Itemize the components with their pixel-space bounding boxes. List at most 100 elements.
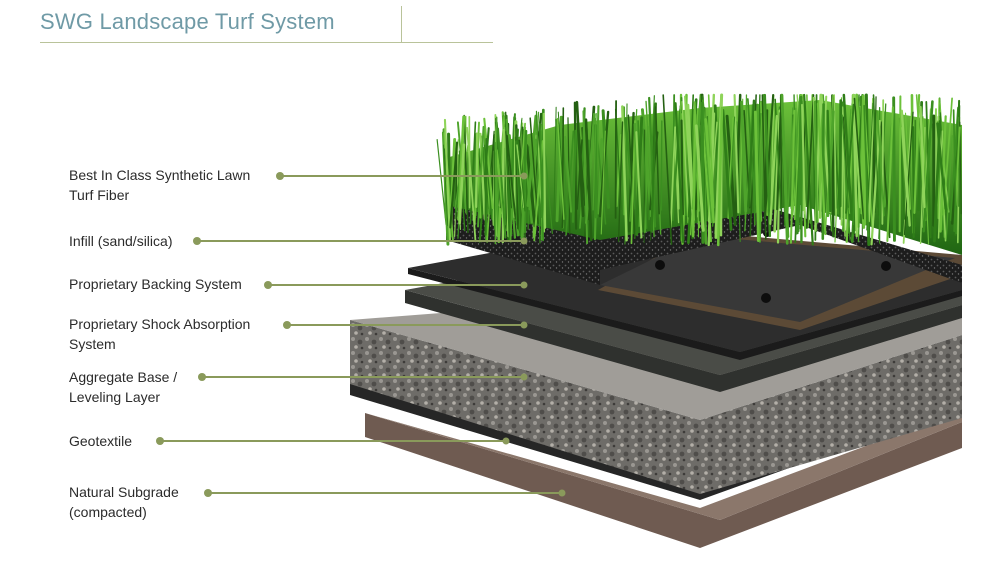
grass-blade	[707, 94, 715, 209]
callout-start-dot	[156, 437, 164, 445]
grass-blade	[561, 107, 565, 229]
grass-blade	[515, 128, 523, 241]
grass-blade	[645, 100, 655, 238]
grass-blade	[913, 93, 921, 214]
layer-label-geotextile: Geotextile	[69, 431, 132, 451]
grass-blade	[516, 132, 526, 212]
grass-blade	[805, 94, 815, 229]
grass-blade	[501, 128, 505, 244]
grass-blade	[911, 126, 915, 239]
grass-blade	[826, 109, 832, 213]
grass-blade	[801, 103, 806, 215]
grass-blade	[813, 100, 818, 224]
grass-blade	[769, 114, 779, 225]
grass-blade	[749, 94, 757, 237]
grass-blade	[691, 113, 697, 238]
grass-blade	[702, 99, 713, 224]
layer-label-natural-subgrade: Natural Subgrade (compacted)	[69, 482, 179, 522]
grass-blade	[553, 106, 557, 226]
grass-blade	[556, 117, 565, 220]
grass-blade	[886, 106, 894, 242]
grass-blade	[584, 118, 593, 242]
grass-blade	[557, 111, 566, 218]
callout-start-dot	[198, 373, 206, 381]
grass-blade	[644, 125, 649, 234]
grass-blade	[526, 114, 538, 208]
grass-blade	[535, 110, 541, 244]
grass-blade	[747, 99, 756, 208]
grass-blade	[539, 122, 545, 242]
grass-blade	[826, 110, 835, 218]
grass-blade	[821, 103, 825, 240]
callout-start-dot	[204, 489, 212, 497]
label-line: Infill (sand/silica)	[69, 233, 173, 249]
grass-blade	[903, 111, 914, 236]
layer-label-backing-system: Proprietary Backing System	[69, 274, 242, 294]
grass-blade	[863, 104, 870, 237]
label-line: Leveling Layer	[69, 389, 161, 405]
grass-blade	[648, 96, 657, 228]
diagram-title: SWG Landscape Turf System	[40, 9, 335, 34]
label-line: System	[69, 336, 116, 352]
grass-blade	[642, 128, 648, 230]
grass-blade	[571, 129, 577, 223]
title-divider-vertical	[401, 6, 402, 42]
label-line: Proprietary Shock Absorption	[69, 316, 251, 332]
grass-blade	[716, 106, 724, 247]
layer-label-infill: Infill (sand/silica)	[69, 231, 172, 251]
callout-aggregate	[198, 373, 528, 381]
callout-end-dot	[520, 172, 528, 180]
grass-blade	[484, 138, 488, 236]
callout-end-dot	[502, 437, 510, 445]
grass-blade	[721, 108, 733, 231]
grass-blade	[833, 94, 837, 220]
grass-blade	[774, 98, 782, 210]
grass-blade	[733, 93, 740, 214]
grass-blade	[597, 138, 604, 215]
grass-blade	[952, 109, 958, 235]
title-divider-horizontal	[40, 42, 493, 43]
grass-blade	[533, 140, 544, 242]
grass-blade	[621, 105, 628, 242]
grass-blade	[958, 105, 961, 207]
grass-blade	[627, 114, 636, 239]
grass-blade	[532, 111, 540, 207]
callout-geotextile	[156, 437, 510, 445]
grass-blade	[945, 135, 953, 240]
label-line: Proprietary Backing System	[69, 276, 242, 292]
grass-blade	[635, 131, 643, 239]
grass-blade	[542, 112, 547, 229]
grass-blade	[876, 110, 885, 217]
grass-blade	[872, 94, 879, 208]
callout-start-dot	[193, 237, 201, 245]
grass-blade	[753, 110, 760, 242]
callout-start-dot	[276, 172, 284, 180]
callout-turf	[276, 172, 528, 180]
natural-subgrade-layer	[365, 410, 962, 548]
grass-blade	[898, 95, 902, 233]
grass-blade	[494, 116, 498, 245]
callout-backing	[264, 281, 528, 289]
grass-blade	[497, 127, 507, 239]
callout-end-dot	[520, 321, 528, 329]
label-line: (compacted)	[69, 504, 147, 520]
grass-blade	[674, 102, 685, 244]
grass-blade	[892, 96, 896, 242]
grass-blade	[756, 103, 762, 231]
grass-blade	[457, 115, 466, 221]
grass-blade	[592, 113, 597, 211]
grass-blade	[617, 121, 624, 243]
grass-blade	[528, 138, 537, 211]
callout-shock	[283, 321, 528, 329]
grass-blade	[704, 117, 715, 224]
grass-blade	[922, 116, 930, 245]
layer-label-shock-absorption: Proprietary Shock Absorption System	[69, 314, 250, 354]
callout-end-dot	[520, 237, 528, 245]
grass-blade	[874, 112, 880, 216]
label-line: Best In Class Synthetic Lawn	[69, 167, 251, 183]
grass-blade	[900, 109, 911, 227]
grass-blade	[936, 122, 947, 210]
layer-label-turf-fiber: Best In Class Synthetic Lawn Turf Fiber	[69, 165, 250, 205]
